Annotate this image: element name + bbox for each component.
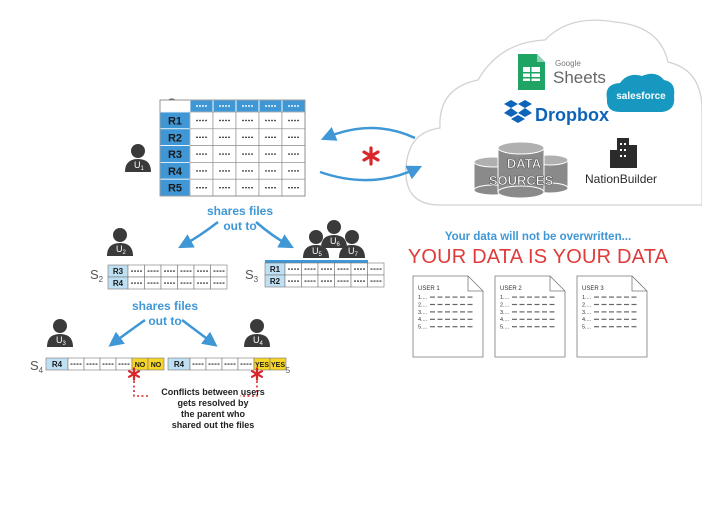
user-documents: USER 11....2....3....4....5....USER 21..… [412, 275, 648, 358]
shares-files-label-top: shares files out to [206, 204, 274, 233]
sheet-row: R4 [107, 276, 228, 290]
main-sheet-row: R2 [159, 128, 306, 147]
data-sources-text-line1: DATA [507, 156, 542, 171]
dropbox-text: Dropbox [535, 105, 609, 125]
document-row-label: 1.... [582, 295, 592, 301]
conflict-cell-value: YES [255, 362, 269, 369]
conflict-cell-value: NO [135, 362, 146, 369]
row-label: R4 [168, 166, 183, 178]
document-row-label: 4.... [500, 317, 510, 323]
user-avatar-u6: U6 [321, 220, 347, 248]
user-avatar-u5: U5 [303, 230, 329, 258]
conflict-dotted-lines [133, 381, 258, 397]
row-label: R3 [113, 267, 124, 276]
user-avatar-u1: U1 [125, 144, 151, 172]
row-label: R4 [174, 360, 185, 369]
user-avatar-u4: U4 [244, 319, 270, 347]
nationbuilder-text: NationBuilder [585, 172, 657, 186]
sheet-label-s2: S2 [90, 267, 104, 284]
row-label: R3 [168, 149, 182, 161]
data-sources-icon: DATA SOURCES [473, 141, 569, 199]
document-row-label: 4.... [418, 317, 428, 323]
document-row-label: 4.... [582, 317, 592, 323]
salesforce-logo: salesforce [606, 73, 675, 112]
user-avatar-u2: U2 [107, 228, 133, 256]
document-row-label: 2.... [500, 302, 510, 308]
document-title: USER 1 [418, 286, 440, 292]
document-row-label: 3.... [582, 310, 592, 316]
shares-files-label-bottom: shares files out to [131, 299, 199, 328]
document-title: USER 3 [582, 286, 604, 292]
document-row-label: 1.... [418, 295, 428, 301]
row-label: R1 [168, 116, 182, 128]
user-avatar-u3: U3 [47, 319, 73, 347]
user-document: USER 3 1....2.... 3....4.... 5.... [576, 275, 648, 358]
row-label: R5 [168, 183, 182, 195]
sheet-label-s3: S3 [245, 267, 259, 284]
sheet-row: R4 NO NO [45, 357, 165, 371]
share-arrows-top [178, 221, 294, 249]
svg-text:U6: U6 [330, 236, 341, 248]
document-row-label: 3.... [500, 310, 510, 316]
conflict-cell-value: YES [271, 362, 285, 369]
svg-text:U2: U2 [116, 244, 127, 256]
arrow-from-cloud [320, 126, 416, 141]
svg-text:U3: U3 [56, 335, 67, 347]
svg-text:U5: U5 [312, 246, 323, 258]
document-row-label: 2.... [582, 302, 592, 308]
share-arrows-bottom [108, 318, 218, 347]
sheet-row: R3 [107, 264, 228, 278]
svg-text:U1: U1 [134, 160, 145, 172]
row-label: R4 [52, 360, 63, 369]
sheet-s4: S4 R4 NO NO [30, 357, 165, 375]
sheet-row: R1 [264, 262, 385, 276]
row-label: R4 [113, 279, 124, 288]
document-row-label: 5.... [418, 325, 428, 331]
tagline-big: YOUR DATA IS YOUR DATA [407, 246, 669, 268]
row-label: R1 [270, 265, 281, 274]
nationbuilder-logo: NationBuilder [585, 138, 657, 186]
row-label: R2 [168, 132, 182, 144]
document-row-label: 5.... [500, 325, 510, 331]
main-sheet-row: R3 [159, 145, 306, 163]
tagline-small: Your data will not be overwritten... [444, 231, 632, 243]
document-row-label: 1.... [500, 295, 510, 301]
conflict-cell-value: NO [151, 362, 162, 369]
sync-arrows [319, 126, 423, 182]
main-sheet-row: R4 [159, 161, 306, 180]
main-sheet-row: R5 [159, 178, 306, 197]
main-sheet-row: R1 [159, 111, 306, 130]
sheet-label-s4: S4 [30, 358, 44, 375]
user-document: USER 2 1....2.... 3....4.... 5.... [494, 275, 566, 358]
data-sources-text-line2: SOURCES [489, 173, 554, 188]
user-avatar-u7: U7 [339, 230, 365, 258]
conflict-asterisk-icon [362, 146, 380, 166]
svg-text:U7: U7 [348, 246, 359, 258]
google-sheets-text: Sheets [553, 68, 606, 87]
document-row-label: 5.... [582, 325, 592, 331]
google-small-text: Google [555, 59, 581, 68]
document-row-label: 3.... [418, 310, 428, 316]
document-title: USER 2 [500, 286, 522, 292]
row-label: R2 [270, 277, 281, 286]
user-document: USER 1 1....2.... 3....4.... 5.... [412, 275, 484, 358]
document-row-label: 2.... [418, 302, 428, 308]
google-sheets-logo: Google Sheets [518, 54, 606, 90]
svg-text:U4: U4 [253, 335, 264, 347]
conflict-note: Conflicts between users gets resolved by… [161, 387, 265, 430]
arrow-to-cloud [319, 165, 423, 182]
dropbox-logo: Dropbox [504, 100, 609, 125]
salesforce-text: salesforce [616, 91, 666, 102]
sheet-row: R2 [264, 274, 385, 288]
